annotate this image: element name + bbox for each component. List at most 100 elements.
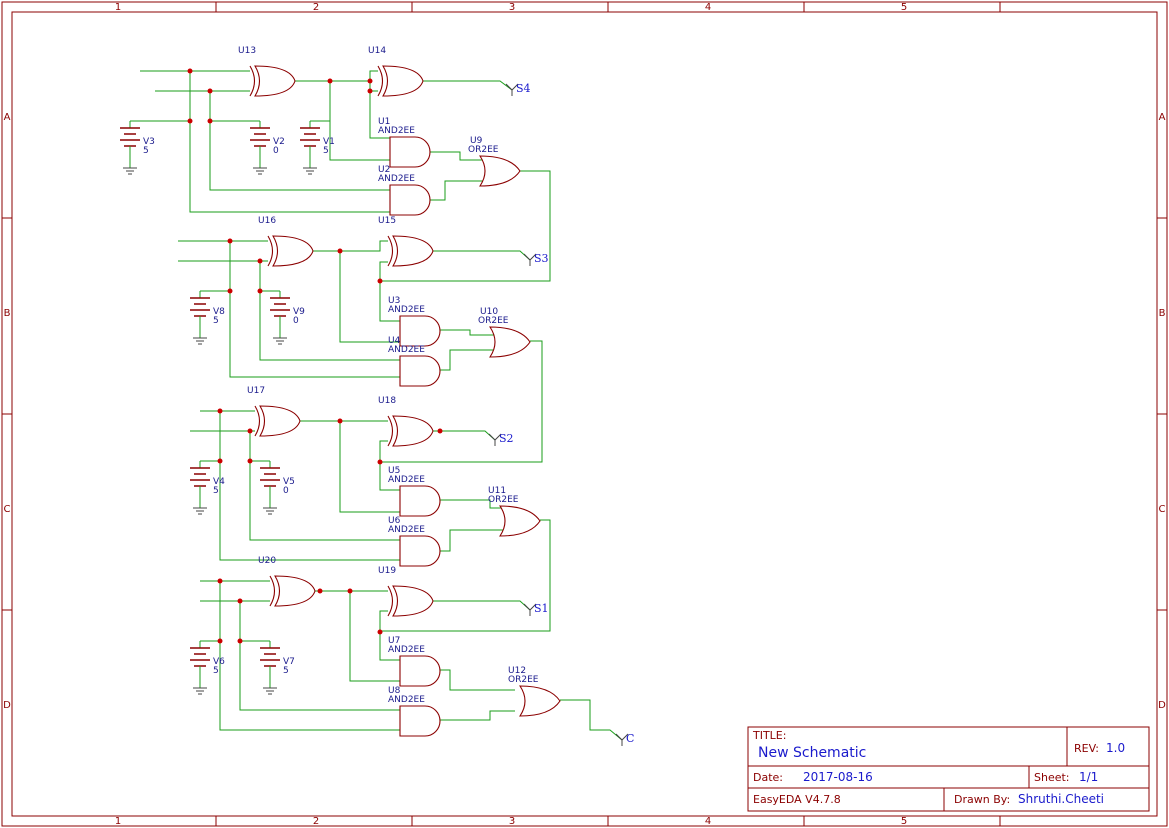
net-flag-s2[interactable]: S2 [488, 432, 514, 446]
row-label-right: C [1159, 504, 1166, 515]
col-label-top: 3 [509, 2, 515, 13]
battery-v7[interactable]: V7 5 [260, 647, 295, 695]
junction-dot [207, 118, 213, 124]
and-gate-u6[interactable]: U6 AND2EE [388, 516, 441, 567]
and-gate-u8[interactable]: U8 AND2EE [388, 686, 441, 737]
gate-ref: U20 [258, 556, 276, 566]
battery-v1[interactable]: V1 5 [300, 127, 335, 175]
battery-v6[interactable]: V6 5 [190, 647, 225, 695]
and-gate-u1[interactable]: U1 AND2EE [378, 117, 431, 168]
junction-dot [237, 598, 243, 604]
battery-ref: V8 [213, 307, 225, 317]
battery-value: 5 [213, 316, 219, 326]
net-label: S4 [516, 82, 531, 95]
drawn-by-label: Drawn By: [954, 793, 1010, 806]
battery-v3[interactable]: V3 5 [120, 127, 155, 175]
junction-dot [217, 408, 223, 414]
battery-ref: V3 [143, 137, 155, 147]
battery-v5[interactable]: V5 0 [260, 467, 295, 515]
net-flag-s4[interactable]: S4 [505, 82, 531, 96]
battery-ref: V7 [283, 657, 295, 667]
battery-v4[interactable]: V4 5 [190, 467, 225, 515]
row-label-right: D [1158, 700, 1166, 711]
gate-type: OR2EE [488, 495, 519, 505]
gate-ref: U18 [378, 396, 396, 406]
junction-dot [217, 458, 223, 464]
xor-gates: U13 U14 U16 U15 U17 U18 U20 U19 [238, 46, 434, 617]
net-flag-c[interactable]: C [615, 732, 634, 746]
col-label-top: 1 [115, 2, 121, 13]
junction-dot [227, 238, 233, 244]
gate-type: OR2EE [468, 145, 499, 155]
and-gate-u5[interactable]: U5 AND2EE [388, 466, 441, 517]
xor-gate-u18[interactable]: U18 [378, 396, 434, 447]
gate-ref: U9 [470, 136, 483, 146]
title-value: New Schematic [758, 745, 866, 761]
gate-ref: U14 [368, 46, 386, 56]
battery-value: 5 [213, 666, 219, 676]
battery-value: 5 [143, 146, 149, 156]
junction-dot [217, 638, 223, 644]
and-gate-u3[interactable]: U3 AND2EE [388, 296, 441, 347]
net-flag-s1[interactable]: S1 [523, 602, 549, 616]
and-gate-u2[interactable]: U2 AND2EE [378, 165, 431, 216]
date-value: 2017-08-16 [803, 770, 873, 784]
sheet-value: 1/1 [1079, 770, 1098, 784]
and-gate-u4[interactable]: U4 AND2EE [388, 336, 441, 387]
wires [129, 70, 623, 741]
junction-dot [377, 278, 383, 284]
junction-dot [377, 459, 383, 465]
xor-gate-u15[interactable]: U15 [378, 216, 434, 267]
gate-type: AND2EE [388, 695, 425, 705]
net-label: S1 [534, 602, 549, 615]
xor-gate-u14[interactable]: U14 [368, 46, 424, 97]
xor-gate-u19[interactable]: U19 [378, 566, 434, 617]
battery-value: 5 [283, 666, 289, 676]
or-gate-u10[interactable]: U10 OR2EE [478, 307, 531, 358]
battery-value: 0 [293, 316, 299, 326]
gate-type: AND2EE [388, 645, 425, 655]
junction-dot [327, 78, 333, 84]
battery-v8[interactable]: V8 5 [190, 297, 225, 345]
and-gate-u7[interactable]: U7 AND2EE [388, 636, 441, 687]
col-label-bottom: 5 [901, 816, 907, 827]
xor-gate-u20[interactable]: U20 [258, 556, 316, 607]
or-gates: U9 OR2EE U10 OR2EE U11 OR2EE U12 OR2EE [468, 136, 561, 717]
gate-ref: U12 [508, 666, 526, 676]
battery-v9[interactable]: V9 0 [270, 297, 305, 345]
gate-ref: U8 [388, 686, 401, 696]
row-label-left: C [4, 504, 11, 515]
row-label-left: D [3, 700, 11, 711]
gate-ref: U17 [247, 386, 265, 396]
gate-ref: U19 [378, 566, 396, 576]
xor-gate-u16[interactable]: U16 [258, 216, 314, 267]
title-block: TITLE: New Schematic REV: 1.0 Date: 2017… [747, 726, 1150, 812]
gate-type: AND2EE [388, 525, 425, 535]
row-label-left: A [4, 112, 11, 123]
rev-value: 1.0 [1106, 741, 1125, 755]
junction-dot [367, 78, 373, 84]
xor-gate-u13[interactable]: U13 [238, 46, 296, 97]
battery-ref: V6 [213, 657, 225, 667]
xor-gate-u17[interactable]: U17 [247, 386, 301, 437]
junction-dot [257, 288, 263, 294]
battery-ref: V9 [293, 307, 305, 317]
junction-dot [337, 418, 343, 424]
software-label: EasyEDA V4.7.8 [753, 793, 841, 806]
gate-type: AND2EE [388, 305, 425, 315]
gate-ref: U15 [378, 216, 396, 226]
junction-dot [257, 258, 263, 264]
junction-dot [247, 428, 253, 434]
or-gate-u12[interactable]: U12 OR2EE [508, 666, 561, 717]
gate-type: AND2EE [378, 126, 415, 136]
or-gate-u9[interactable]: U9 OR2EE [468, 136, 521, 187]
battery-v2[interactable]: V2 0 [250, 127, 285, 175]
net-flag-s3[interactable]: S3 [523, 252, 549, 266]
junction-dot [237, 638, 243, 644]
junction-dot [317, 588, 323, 594]
gate-type: OR2EE [508, 675, 539, 685]
or-gate-u11[interactable]: U11 OR2EE [488, 486, 541, 537]
junction-dot [377, 629, 383, 635]
gate-ref: U6 [388, 516, 401, 526]
